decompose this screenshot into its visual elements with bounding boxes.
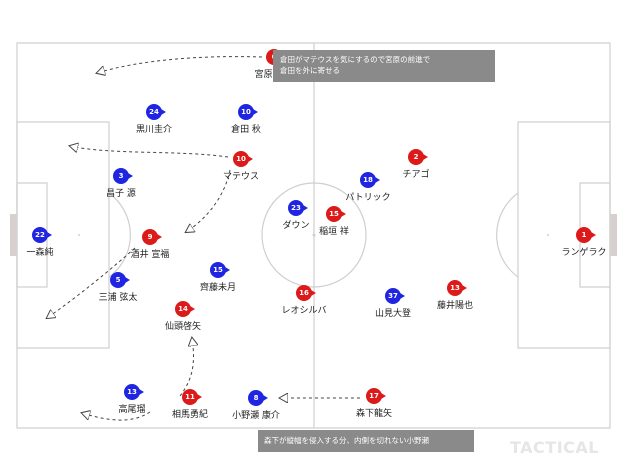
right-penalty-area [517, 121, 611, 349]
player-name: 相馬勇紀 [171, 410, 208, 420]
arrow-miyahara [97, 56, 263, 73]
player-number-badge: 10 [238, 104, 258, 120]
player-name: 齊藤未月 [199, 283, 236, 293]
arrow-takao [82, 412, 151, 421]
arrow-mateus [70, 146, 229, 158]
player-number-badge: 11 [182, 389, 202, 405]
right-penalty-spot [547, 234, 549, 236]
player-number-badge: 15 [210, 262, 230, 278]
player-number-badge: 3 [113, 168, 133, 184]
right-penalty-arc [496, 192, 519, 278]
player-name: 藤井陽也 [436, 301, 473, 311]
player-name: ダウン [282, 221, 310, 231]
player-number-badge: 23 [288, 200, 308, 216]
movement-arrows [47, 56, 360, 421]
player-number-badge: 10 [233, 151, 253, 167]
player-name: 仙頭啓矢 [164, 322, 201, 332]
player-name: パトリック [345, 193, 391, 203]
player-name: 森下龍矢 [355, 409, 392, 419]
player-name: 三浦 弦太 [98, 293, 138, 303]
player-number-badge: 2 [408, 149, 428, 165]
annotation-top: 倉田がマテウスを気にするので宮原の前進で 倉田を外に寄せる [273, 50, 495, 82]
player-number-badge: 15 [326, 206, 346, 222]
player-name: 高尾瑠 [118, 405, 146, 415]
player-number-badge: 9 [142, 229, 162, 245]
watermark: TACTICAL [510, 438, 599, 457]
player-number-badge: 13 [124, 384, 144, 400]
player-number-badge: 16 [296, 285, 316, 301]
player-name: マテウス [222, 172, 259, 182]
player-number-badge: 14 [175, 301, 195, 317]
annotation-bottom: 森下が縦幅を侵入する分、内側を切れない小野瀬 [258, 430, 474, 452]
player-name: 小野瀬 康介 [232, 411, 280, 421]
player-number-badge: 8 [248, 390, 268, 406]
player-name: 一森純 [26, 248, 54, 258]
player-name: 山見大登 [374, 309, 411, 319]
center-circle [261, 182, 367, 288]
player-name: 黒川圭介 [135, 125, 172, 135]
arrow-soma [179, 338, 194, 397]
player-name: チアゴ [402, 170, 430, 180]
arrow-mateus-down [186, 169, 231, 232]
player-number-badge: 13 [447, 280, 467, 296]
player-name: レオシルバ [281, 306, 327, 316]
player-name: ランゲラク [561, 248, 607, 258]
player-number-badge: 18 [360, 172, 380, 188]
player-number-badge: 1 [576, 227, 596, 243]
player-name: 稲垣 祥 [319, 227, 349, 237]
right-goal [610, 214, 617, 256]
left-penalty-spot [78, 234, 80, 236]
player-number-badge: 5 [110, 272, 130, 288]
left-penalty-arc [108, 192, 131, 278]
center-spot [312, 233, 316, 237]
player-name: 倉田 秋 [231, 125, 261, 135]
player-name: 酒井 宣福 [130, 250, 170, 260]
left-goal [10, 214, 17, 256]
player-name: 昌子 源 [106, 189, 136, 199]
left-penalty-area [16, 121, 110, 349]
player-number-badge: 37 [385, 288, 405, 304]
player-number-badge: 24 [146, 104, 166, 120]
player-number-badge: 17 [366, 388, 386, 404]
player-number-badge: 22 [32, 227, 52, 243]
